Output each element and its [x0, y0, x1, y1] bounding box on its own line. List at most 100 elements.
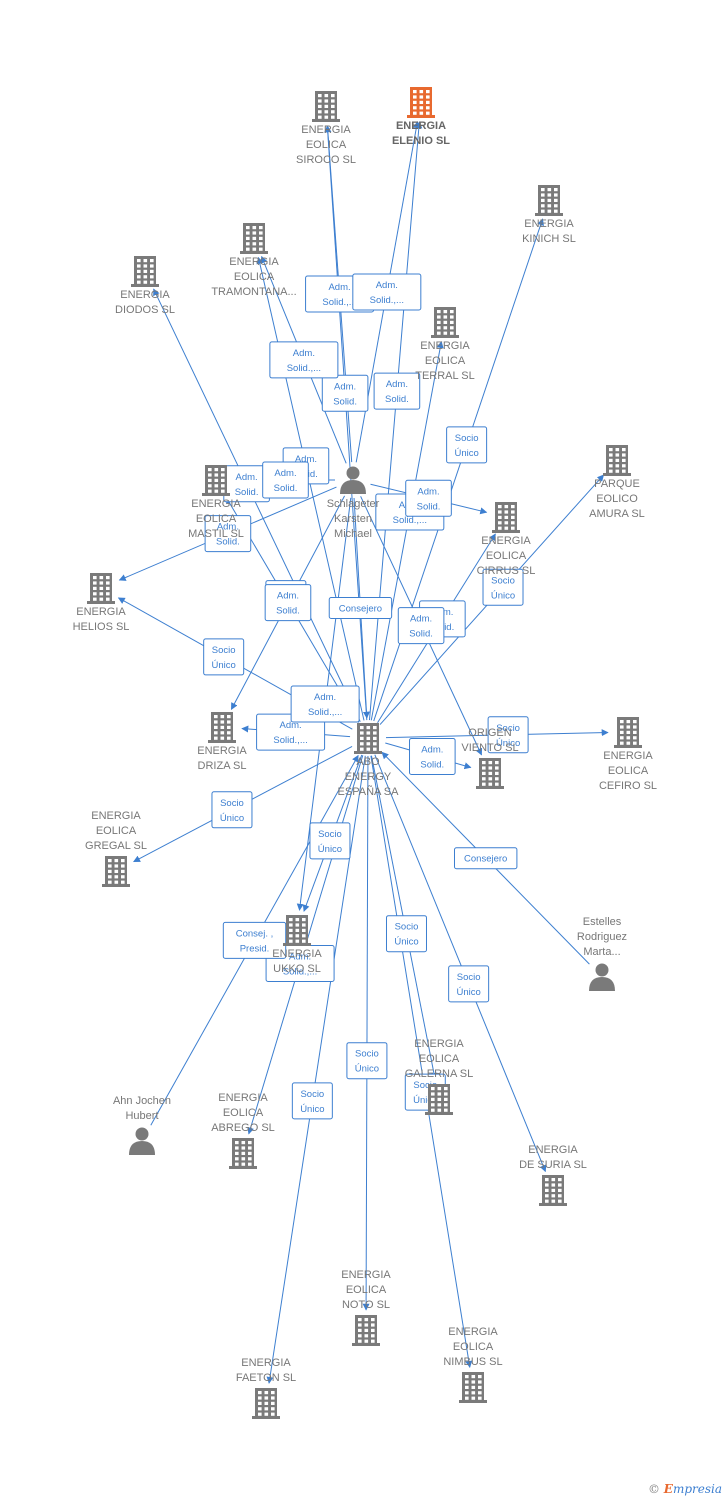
node-label: SIROCO SL	[296, 154, 356, 166]
node-label: ENERGIA	[241, 1357, 291, 1369]
edge-label-ahn-abo[interactable]: Consej. ,Presid.	[222, 921, 287, 959]
edge-label-text: Único	[457, 987, 481, 998]
edge-label-box	[256, 713, 326, 751]
node-label: ENERGIA	[191, 498, 241, 510]
edge-label-schlageter-ukko[interactable]: Adm.Solid.,...	[290, 685, 360, 723]
edge-label-text: Adm.	[277, 591, 299, 602]
edge-label-text: Solid.	[420, 759, 444, 770]
edge-label-schlageter-mastil[interactable]: Adm.Solid.	[262, 461, 309, 499]
node-label: KINICH SL	[522, 233, 576, 245]
edge-label-text: Solid.	[276, 606, 300, 617]
building-icon	[476, 758, 504, 789]
edge-label-estelles-abo[interactable]: Consejero	[453, 847, 518, 870]
edge-label-text: Solid.	[417, 501, 441, 512]
node-faeton[interactable]: ENERGIA FAETON SL	[236, 1357, 296, 1419]
edge-label-text: Solid.,...	[283, 966, 317, 977]
edge-label-text: Adm.	[289, 951, 311, 962]
building-icon	[431, 307, 459, 338]
footer-brand[interactable]: © Empresia	[648, 1482, 722, 1496]
edge-label-schlageter-origen[interactable]: Adm.Solid.	[397, 607, 445, 645]
edge-label-text: Socio	[491, 575, 515, 586]
node-label: HELIOS SL	[73, 621, 130, 633]
edge-label-box	[385, 915, 427, 953]
edge-label-schlageter-helios[interactable]: Adm.Solid.	[204, 515, 252, 553]
edge-label-box	[264, 584, 312, 622]
edge-label-abo-elenio[interactable]: Adm.Solid.	[373, 372, 421, 410]
edge-labels-layer: Adm.Solid.Adm.Solid.Adm.Solid.SocioÚnico…	[203, 273, 529, 1120]
building-icon	[459, 1372, 487, 1403]
node-label: VIENTO SL	[461, 742, 518, 754]
node-label: EOLICA	[223, 1107, 264, 1119]
node-label: FAETON SL	[236, 1372, 296, 1384]
node-label: AMURA SL	[589, 508, 645, 520]
edge-label-schlageter-elenio[interactable]: Adm.Solid.,...	[352, 273, 422, 311]
edge-label-box	[448, 965, 490, 1003]
node-kinich[interactable]: ENERGIA KINICH SL	[522, 185, 576, 245]
node-label: ENERGIA	[414, 1038, 464, 1050]
edge-label-box	[328, 597, 393, 620]
node-label: ENERGIA	[524, 218, 574, 230]
edge-label-text: Socio	[220, 798, 244, 809]
node-label: PARQUE	[594, 478, 640, 490]
edge-label-schlageter-tramontana[interactable]: Adm.Solid.,...	[269, 341, 339, 379]
node-label: Estelles	[583, 916, 622, 928]
edge-label-box	[269, 341, 339, 379]
node-estelles[interactable]: EstellesRodriguezMarta...	[577, 916, 627, 991]
edge-label-text: Socio	[212, 645, 236, 656]
edge-label-text: Socio	[300, 1089, 324, 1100]
edge-label-text: Consej. ,	[236, 928, 274, 939]
edge-label-schlageter-abo[interactable]: Consejero	[328, 597, 393, 620]
node-label: ENERGIA	[420, 340, 470, 352]
edge-label-schlageter-driza[interactable]: Adm. Solid.	[264, 584, 312, 622]
edge-label-abo-siroco[interactable]: Adm.Solid.	[321, 374, 369, 412]
building-icon	[202, 465, 230, 496]
node-tramontana[interactable]: ENERGIAEOLICATRAMONTANA...	[211, 223, 297, 298]
building-icon	[407, 87, 435, 118]
edge-label-abo-origen[interactable]: Adm.Solid.	[409, 737, 456, 775]
node-label: CEFIRO SL	[599, 780, 657, 792]
node-label: Michael	[334, 528, 372, 540]
edge-label-schlageter-cirrus[interactable]: Adm.Solid.	[405, 479, 452, 517]
node-amura[interactable]: PARQUE EOLICO AMURA SL	[589, 445, 645, 520]
node-label: GREGAL SL	[85, 840, 147, 852]
edge-label-abo-driza[interactable]: Adm.Solid.,...	[256, 713, 326, 751]
node-label: EOLICO	[596, 493, 638, 505]
edge-label-box	[203, 638, 245, 676]
edge-label-box	[309, 822, 351, 860]
edge-label-text: Adm.	[295, 454, 317, 465]
node-label: EOLICA	[486, 550, 527, 562]
edge-label-text: Único	[394, 937, 418, 948]
edge-label-text: Socio	[455, 433, 479, 444]
